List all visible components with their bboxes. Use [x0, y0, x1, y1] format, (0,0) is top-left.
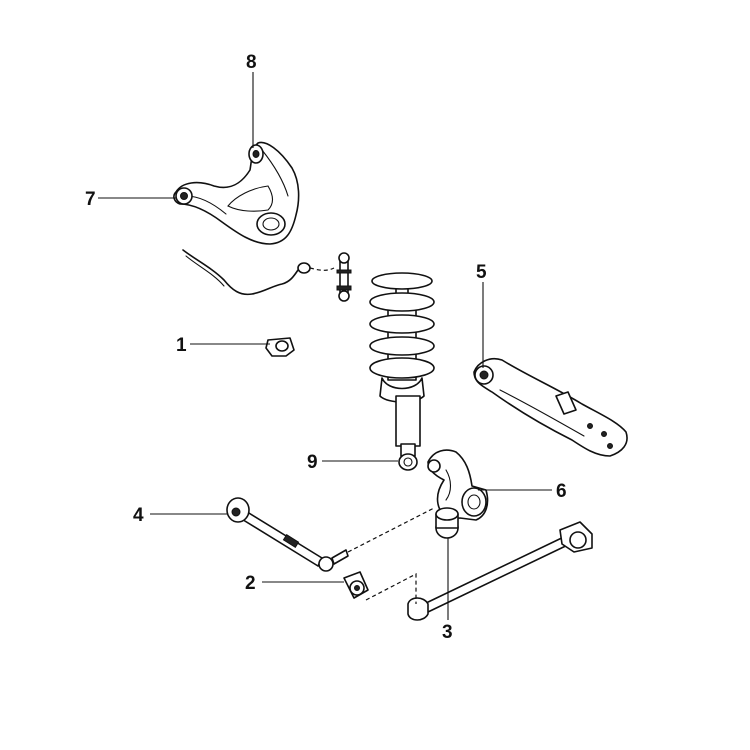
bushing-upper-arm-front [175, 187, 193, 205]
callout-1: 1 [176, 335, 187, 356]
callout-3: 3 [442, 622, 453, 643]
bushing-upper-arm-rear [248, 144, 264, 164]
leader-lines [98, 72, 552, 620]
rear-carrier [427, 449, 489, 521]
lateral-rod [407, 521, 593, 621]
callout-7: 7 [85, 189, 96, 210]
callout-4: 4 [133, 505, 144, 526]
callout-5: 5 [476, 262, 487, 283]
callout-2: 2 [245, 573, 256, 594]
carrier-bushing [435, 507, 459, 539]
callout-6: 6 [556, 481, 567, 502]
toe-rod-bushing [343, 571, 369, 599]
callout-8: 8 [246, 52, 257, 73]
upper-control-arm [173, 141, 300, 245]
toe-control-rod [226, 497, 349, 572]
lower-control-arm [473, 357, 628, 457]
coil-spring-strut [369, 272, 435, 471]
stabilizer-bushing [265, 337, 295, 357]
assembly-dash-lines [347, 507, 435, 604]
callout-9: 9 [307, 452, 318, 473]
callouts: 8 7 1 5 9 6 4 2 3 [85, 52, 567, 643]
stabilizer-bar [182, 249, 335, 296]
stabilizer-link [336, 252, 352, 302]
